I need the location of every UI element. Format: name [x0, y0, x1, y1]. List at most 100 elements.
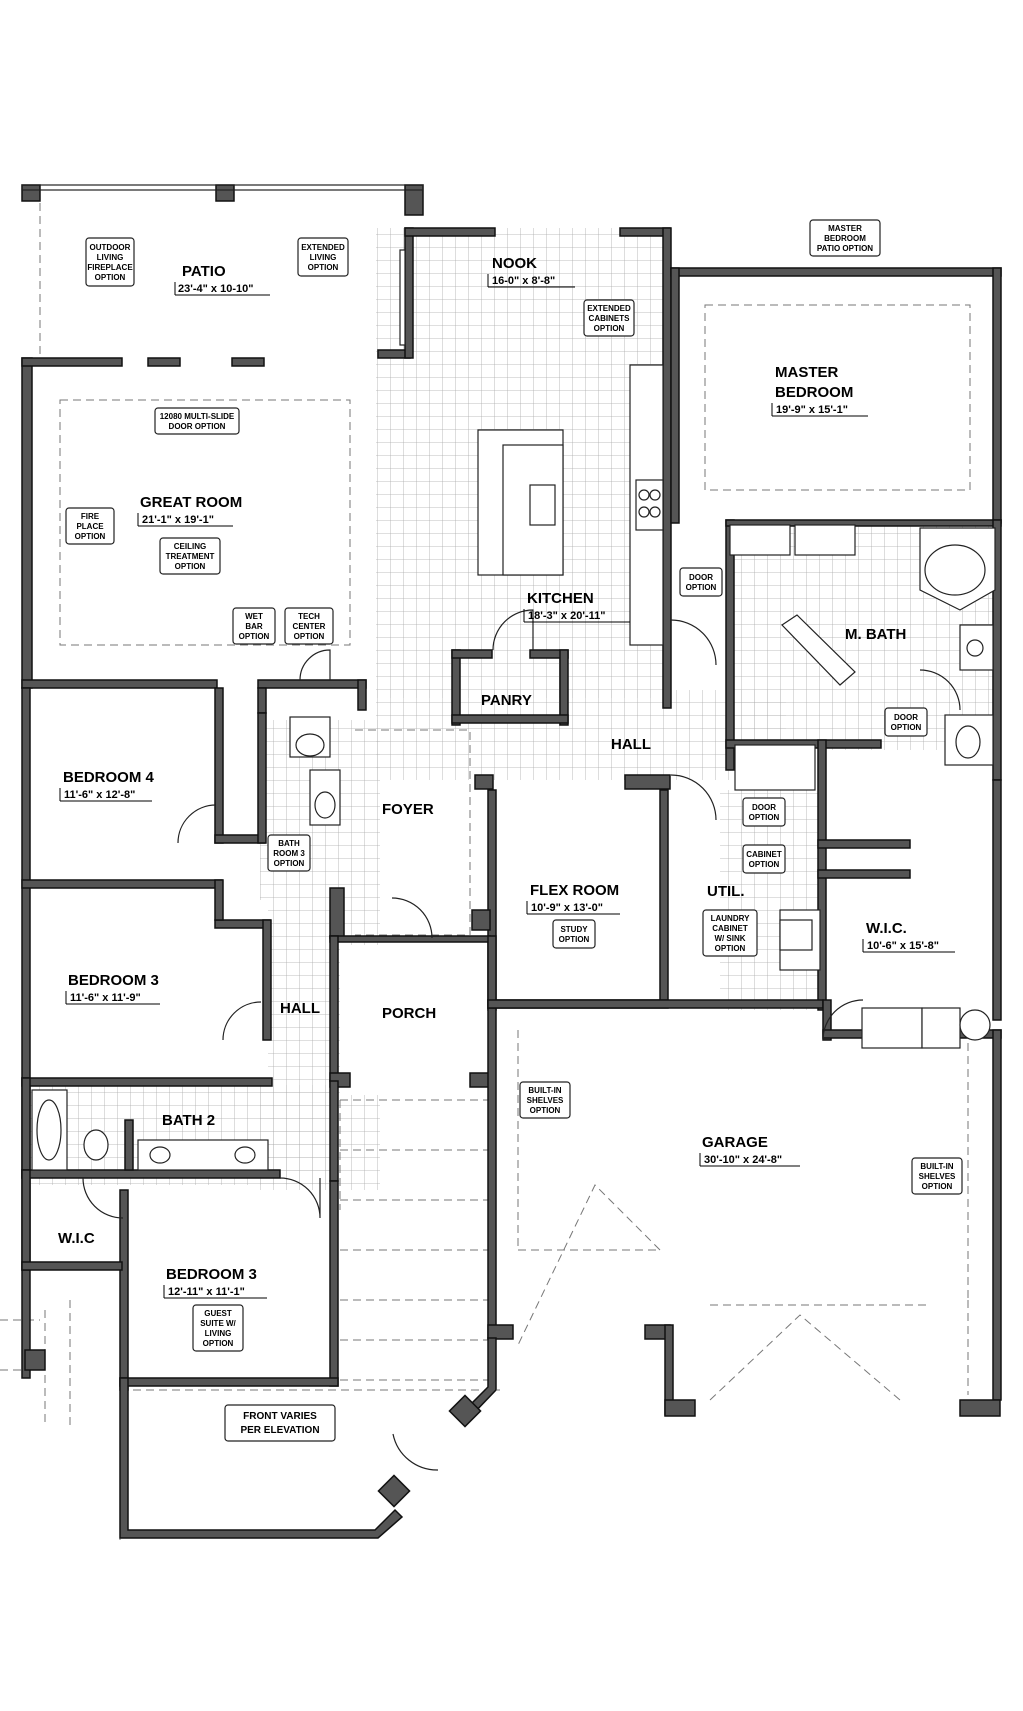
option-builtin-left-line2: SHELVES — [527, 1096, 564, 1105]
option-master-patio-line1: MASTER — [828, 224, 862, 233]
option-master-patio: MASTER BEDROOM PATIO OPTION — [809, 219, 881, 257]
option-master-patio-line3: PATIO OPTION — [817, 244, 873, 253]
room-hall-lower-name: HALL — [280, 1000, 320, 1017]
option-outdoor-fireplace-line4: OPTION — [95, 273, 126, 282]
option-door-kitchen: DOOR OPTION — [679, 567, 723, 597]
option-extended-living-line1: EXTENDED — [301, 243, 345, 252]
option-extended-living-line3: OPTION — [308, 263, 339, 272]
option-door-bath-line2: OPTION — [891, 723, 922, 732]
option-laundry-cabinet-line2: CABINET — [712, 924, 748, 933]
option-laundry-cabinet-line3: W/ SINK — [714, 934, 745, 943]
option-bath-room3-line1: BATH — [278, 839, 300, 848]
option-extended-living: EXTENDED LIVING OPTION — [297, 237, 349, 277]
room-bedroom3-lower-dims: 12'-11" x 11'-1" — [168, 1286, 245, 1298]
option-door-util-line2: OPTION — [749, 813, 780, 822]
option-fireplace: FIRE PLACE OPTION — [65, 507, 115, 545]
option-fireplace-line1: FIRE — [81, 512, 100, 521]
option-cabinet-line2: OPTION — [749, 860, 780, 869]
room-foyer-name: FOYER — [382, 801, 434, 818]
room-kitchen-name: KITCHEN — [527, 590, 594, 607]
option-ceiling-treatment: CEILING TREATMENT OPTION — [159, 537, 221, 575]
option-laundry-cabinet: LAUNDRY CABINET W/ SINK OPTION — [702, 909, 758, 957]
option-extended-living-line2: LIVING — [310, 253, 337, 262]
option-bath-room3: BATH ROOM 3 OPTION — [267, 834, 311, 872]
room-labels: PATIO 23'-4" x 10-10" NOOK 16-0" x 8'-8"… — [58, 255, 955, 1299]
option-bath-room3-line2: ROOM 3 — [273, 849, 305, 858]
option-builtin-right-line1: BUILT-IN — [920, 1162, 953, 1171]
option-outdoor-fireplace-line3: FIREPLACE — [87, 263, 133, 272]
option-wet-bar: WET BAR OPTION — [232, 607, 276, 645]
option-multi-slide-line2: DOOR OPTION — [169, 422, 226, 431]
option-door-kitchen-line1: DOOR — [689, 573, 713, 582]
room-great-dims: 21'-1" x 19'-1" — [142, 514, 214, 526]
front-note-line1: FRONT VARIES — [243, 1411, 317, 1422]
option-guest-suite: GUEST SUITE W/ LIVING OPTION — [192, 1304, 244, 1352]
room-bedroom4-dims: 11'-6" x 12'-8" — [64, 789, 135, 801]
option-outdoor-fireplace: OUTDOOR LIVING FIREPLACE OPTION — [85, 237, 135, 287]
room-panry-name: PANRY — [481, 692, 532, 709]
room-wic-master-name: W.I.C. — [866, 920, 907, 937]
option-outdoor-fireplace-line1: OUTDOOR — [90, 243, 131, 252]
room-garage-dims: 30'-10" x 24'-8" — [704, 1154, 782, 1166]
option-door-bath-line1: DOOR — [894, 713, 918, 722]
option-guest-suite-line1: GUEST — [204, 1309, 232, 1318]
option-guest-suite-line4: OPTION — [203, 1339, 234, 1348]
option-builtin-right-line3: OPTION — [922, 1182, 953, 1191]
room-hall-upper-name: HALL — [611, 736, 651, 753]
option-fireplace-line3: OPTION — [75, 532, 106, 541]
door-swings — [82, 249, 961, 1471]
option-study: STUDY OPTION — [552, 919, 596, 949]
room-patio-dims: 23'-4" x 10-10" — [178, 283, 253, 295]
option-extended-cabinets-line2: CABINETS — [589, 314, 631, 323]
room-nook-dims: 16-0" x 8'-8" — [492, 275, 555, 287]
option-wet-bar-line2: BAR — [245, 622, 263, 631]
option-wet-bar-line3: OPTION — [239, 632, 270, 641]
option-door-bath: DOOR OPTION — [884, 707, 928, 737]
option-builtin-right: BUILT-IN SHELVES OPTION — [911, 1157, 963, 1195]
option-builtin-left-line1: BUILT-IN — [528, 1086, 561, 1095]
room-wic-lower-name: W.I.C — [58, 1230, 95, 1247]
room-util-name: UTIL. — [707, 883, 745, 900]
option-multi-slide: 12080 MULTI-SLIDE DOOR OPTION — [154, 407, 240, 435]
option-ceiling-treatment-line1: CEILING — [174, 542, 206, 551]
option-multi-slide-line1: 12080 MULTI-SLIDE — [160, 412, 235, 421]
room-patio-name: PATIO — [182, 263, 226, 280]
option-tech-center: TECH CENTER OPTION — [284, 607, 334, 645]
room-mbath-name: M. BATH — [845, 626, 906, 643]
option-door-util-line1: DOOR — [752, 803, 776, 812]
option-guest-suite-line3: LIVING — [205, 1329, 232, 1338]
room-bedroom3-upper-name: BEDROOM 3 — [68, 972, 159, 989]
option-extended-cabinets: EXTENDED CABINETS OPTION — [583, 299, 635, 337]
room-kitchen-dims: 18'-3" x 20'-11" — [528, 610, 605, 622]
option-builtin-left-line3: OPTION — [530, 1106, 561, 1115]
room-bedroom3-upper-dims: 11'-6" x 11'-9" — [70, 992, 141, 1004]
room-bedroom3-lower-name: BEDROOM 3 — [166, 1266, 257, 1283]
walls — [21, 184, 1002, 1539]
option-extended-cabinets-line1: EXTENDED — [587, 304, 631, 313]
option-door-util: DOOR OPTION — [742, 797, 786, 827]
room-garage-name: GARAGE — [702, 1134, 768, 1151]
option-fireplace-line2: PLACE — [76, 522, 104, 531]
room-bath2-name: BATH 2 — [162, 1112, 215, 1129]
option-ceiling-treatment-line2: TREATMENT — [166, 552, 215, 561]
option-laundry-cabinet-line4: OPTION — [715, 944, 746, 953]
room-wic-master-dims: 10'-6" x 15'-8" — [867, 940, 939, 952]
option-cabinet: CABINET OPTION — [742, 844, 786, 874]
room-fills — [28, 275, 998, 1395]
room-great-name: GREAT ROOM — [140, 494, 242, 511]
option-outdoor-fireplace-line2: LIVING — [97, 253, 124, 262]
option-bath-room3-line3: OPTION — [274, 859, 305, 868]
option-guest-suite-line2: SUITE W/ — [200, 1319, 236, 1328]
option-tech-center-line2: CENTER — [293, 622, 326, 631]
option-master-patio-line2: BEDROOM — [824, 234, 866, 243]
option-extended-cabinets-line3: OPTION — [594, 324, 625, 333]
option-laundry-cabinet-line1: LAUNDRY — [711, 914, 750, 923]
option-builtin-right-line2: SHELVES — [919, 1172, 956, 1181]
option-tech-center-line3: OPTION — [294, 632, 325, 641]
room-master-dims: 19'-9" x 15'-1" — [776, 404, 848, 416]
room-flex-dims: 10'-9" x 13'-0" — [531, 902, 603, 914]
room-master-name-2: BEDROOM — [775, 384, 853, 401]
option-cabinet-line1: CABINET — [746, 850, 782, 859]
option-boxes: OUTDOOR LIVING FIREPLACE OPTION EXTENDED… — [65, 219, 963, 1442]
